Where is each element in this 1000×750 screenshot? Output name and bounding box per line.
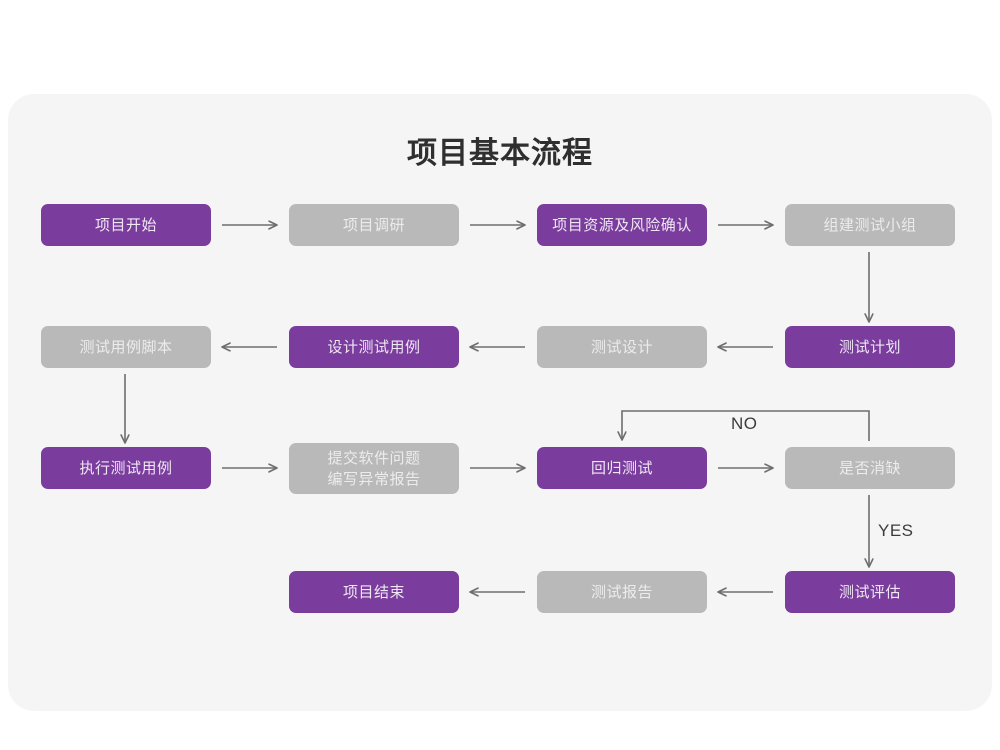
node-project-research[interactable]: 项目调研 xyxy=(289,204,459,246)
edge-label-no: NO xyxy=(731,414,758,433)
node-defect-resolved[interactable]: 是否消缺 xyxy=(785,447,955,489)
node-project-start[interactable]: 项目开始 xyxy=(41,204,211,246)
node-test-case-script[interactable]: 测试用例脚本 xyxy=(41,326,211,368)
page-title: 项目基本流程 xyxy=(407,137,593,170)
edge-label-yes: YES xyxy=(878,521,914,540)
node-regression-test[interactable]: 回归测试 xyxy=(537,447,707,489)
node-test-report[interactable]: 测试报告 xyxy=(537,571,707,613)
node-resource-risk-confirm[interactable]: 项目资源及风险确认 xyxy=(537,204,707,246)
node-form-test-team[interactable]: 组建测试小组 xyxy=(785,204,955,246)
node-project-end[interactable]: 项目结束 xyxy=(289,571,459,613)
node-submit-defect-report[interactable]: 提交软件问题 编写异常报告 xyxy=(289,443,459,494)
node-design-test-case[interactable]: 设计测试用例 xyxy=(289,326,459,368)
node-execute-test-case[interactable]: 执行测试用例 xyxy=(41,447,211,489)
node-test-design[interactable]: 测试设计 xyxy=(537,326,707,368)
node-test-plan[interactable]: 测试计划 xyxy=(785,326,955,368)
node-test-evaluation[interactable]: 测试评估 xyxy=(785,571,955,613)
flowchart-card xyxy=(8,94,992,711)
